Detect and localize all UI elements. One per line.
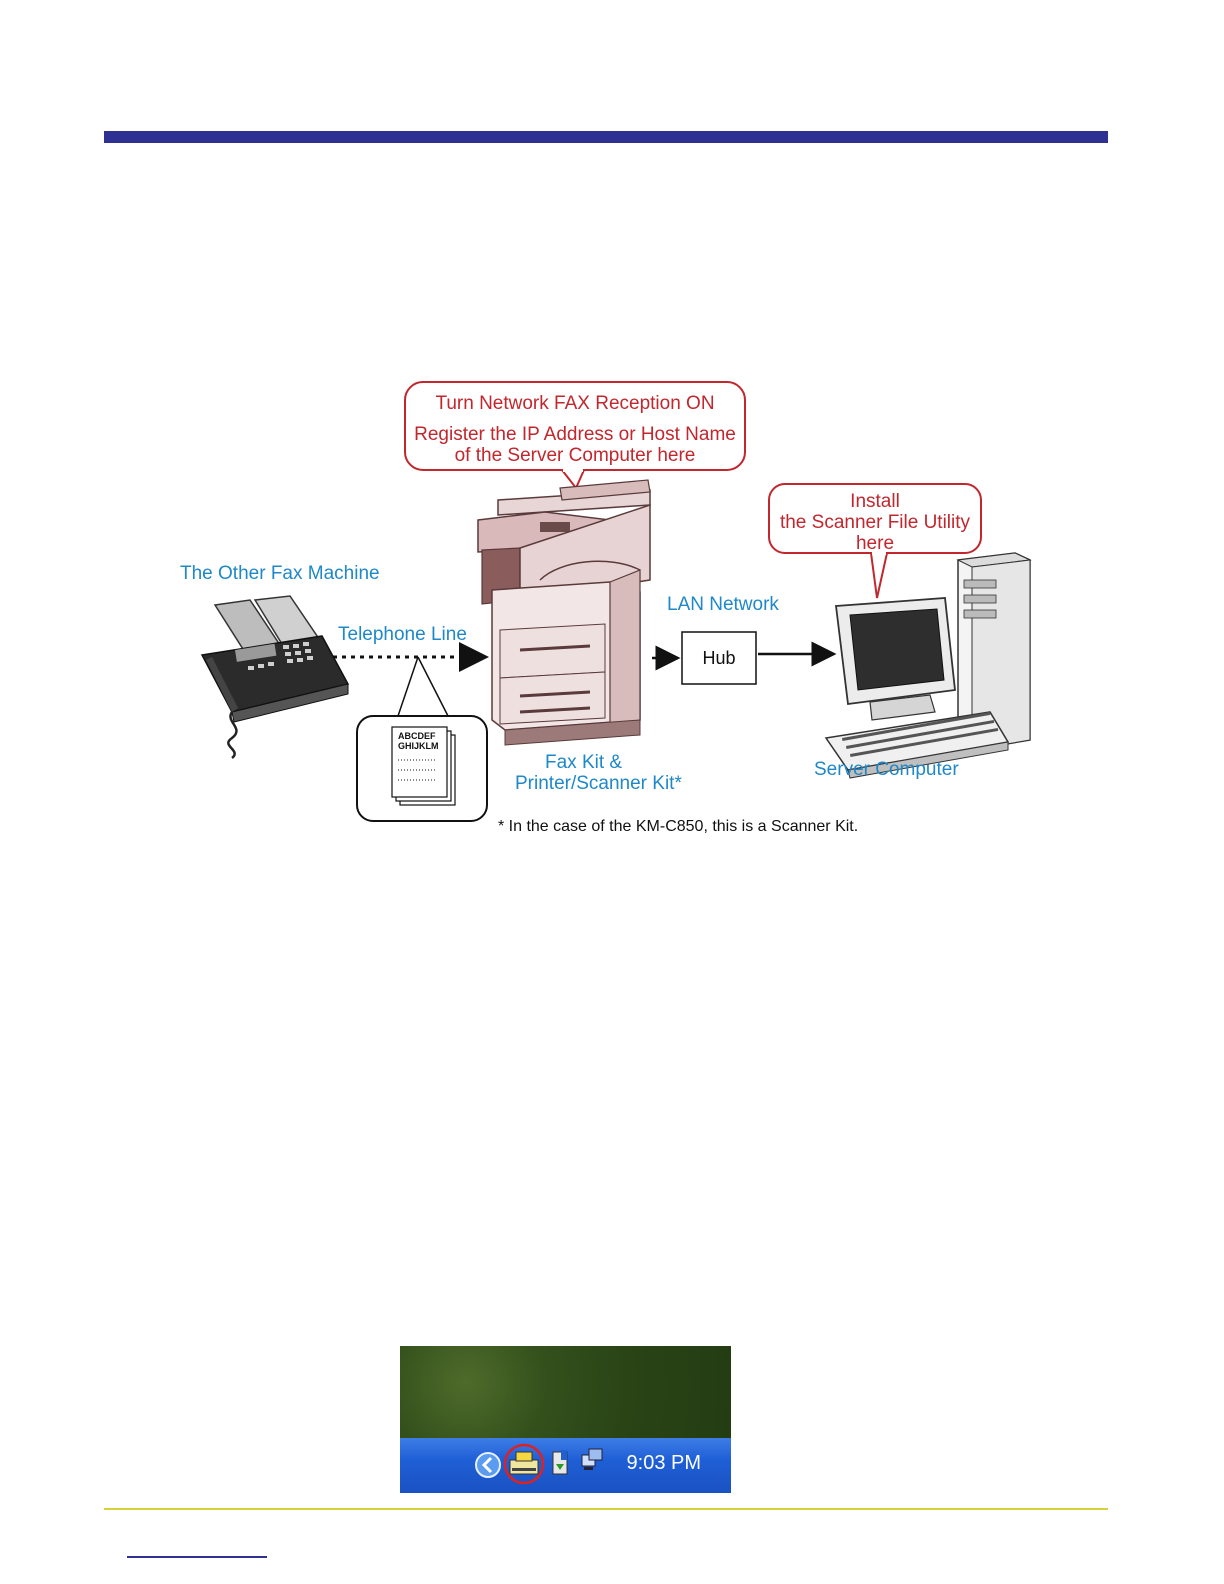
footnote: * In the case of the KM-C850, this is a … (498, 818, 859, 835)
kit-label-line-2: Printer/Scanner Kit* (515, 773, 682, 794)
document-text-line-1: ABCDEF (398, 731, 436, 741)
server-callout-text-2: the Scanner File Utility (779, 512, 971, 533)
zoom-line-left (397, 656, 419, 717)
hub-label: Hub (702, 648, 736, 668)
server-callout-text-3: here (855, 533, 895, 554)
taskbar-screenshot: 9:03 PM (400, 1346, 731, 1493)
header-rule (104, 131, 1108, 143)
footer-rule (104, 1508, 1108, 1510)
show-hidden-icons-icon[interactable] (475, 1452, 501, 1478)
zoom-line-right (417, 656, 449, 717)
document-box (356, 715, 488, 822)
network-icon[interactable] (581, 1448, 603, 1470)
copier-callout-bubble (404, 381, 746, 490)
copier-callout-text-2: Register the IP Address or Host Name (414, 424, 736, 445)
diagram-graphics (200, 381, 1032, 822)
kit-label-line-1: Fax Kit & (545, 752, 623, 773)
highlight-circle (503, 1443, 545, 1485)
fax-machine-icon (200, 595, 350, 759)
telephone-line-label: Telephone Line (338, 624, 467, 645)
network-fax-diagram: Turn Network FAX Reception ON Register t… (180, 381, 1032, 835)
server-computer-icon (824, 552, 1032, 779)
tray-icons (475, 1443, 603, 1485)
hub-box (681, 631, 757, 685)
copier-callout-text-1: Turn Network FAX Reception ON (435, 393, 715, 414)
desktop-background (400, 1346, 731, 1438)
page-link-underline[interactable] (127, 1556, 267, 1558)
server-callout-text-1: Install (850, 491, 900, 512)
server-callout-bubble (768, 483, 982, 599)
copier-callout-text-3: of the Server Computer here (454, 445, 696, 466)
document-text-line-2: GHIJKLM (398, 741, 439, 751)
taskbar-clock[interactable]: 9:03 PM (626, 1452, 701, 1474)
safely-remove-icon[interactable] (552, 1450, 568, 1475)
server-computer-label: Server Computer (814, 759, 959, 780)
lan-network-label: LAN Network (667, 594, 779, 615)
fax-machine-label: The Other Fax Machine (180, 563, 380, 584)
scanner-file-utility-icon[interactable] (509, 1451, 539, 1475)
copier-machine-icon (477, 479, 651, 746)
